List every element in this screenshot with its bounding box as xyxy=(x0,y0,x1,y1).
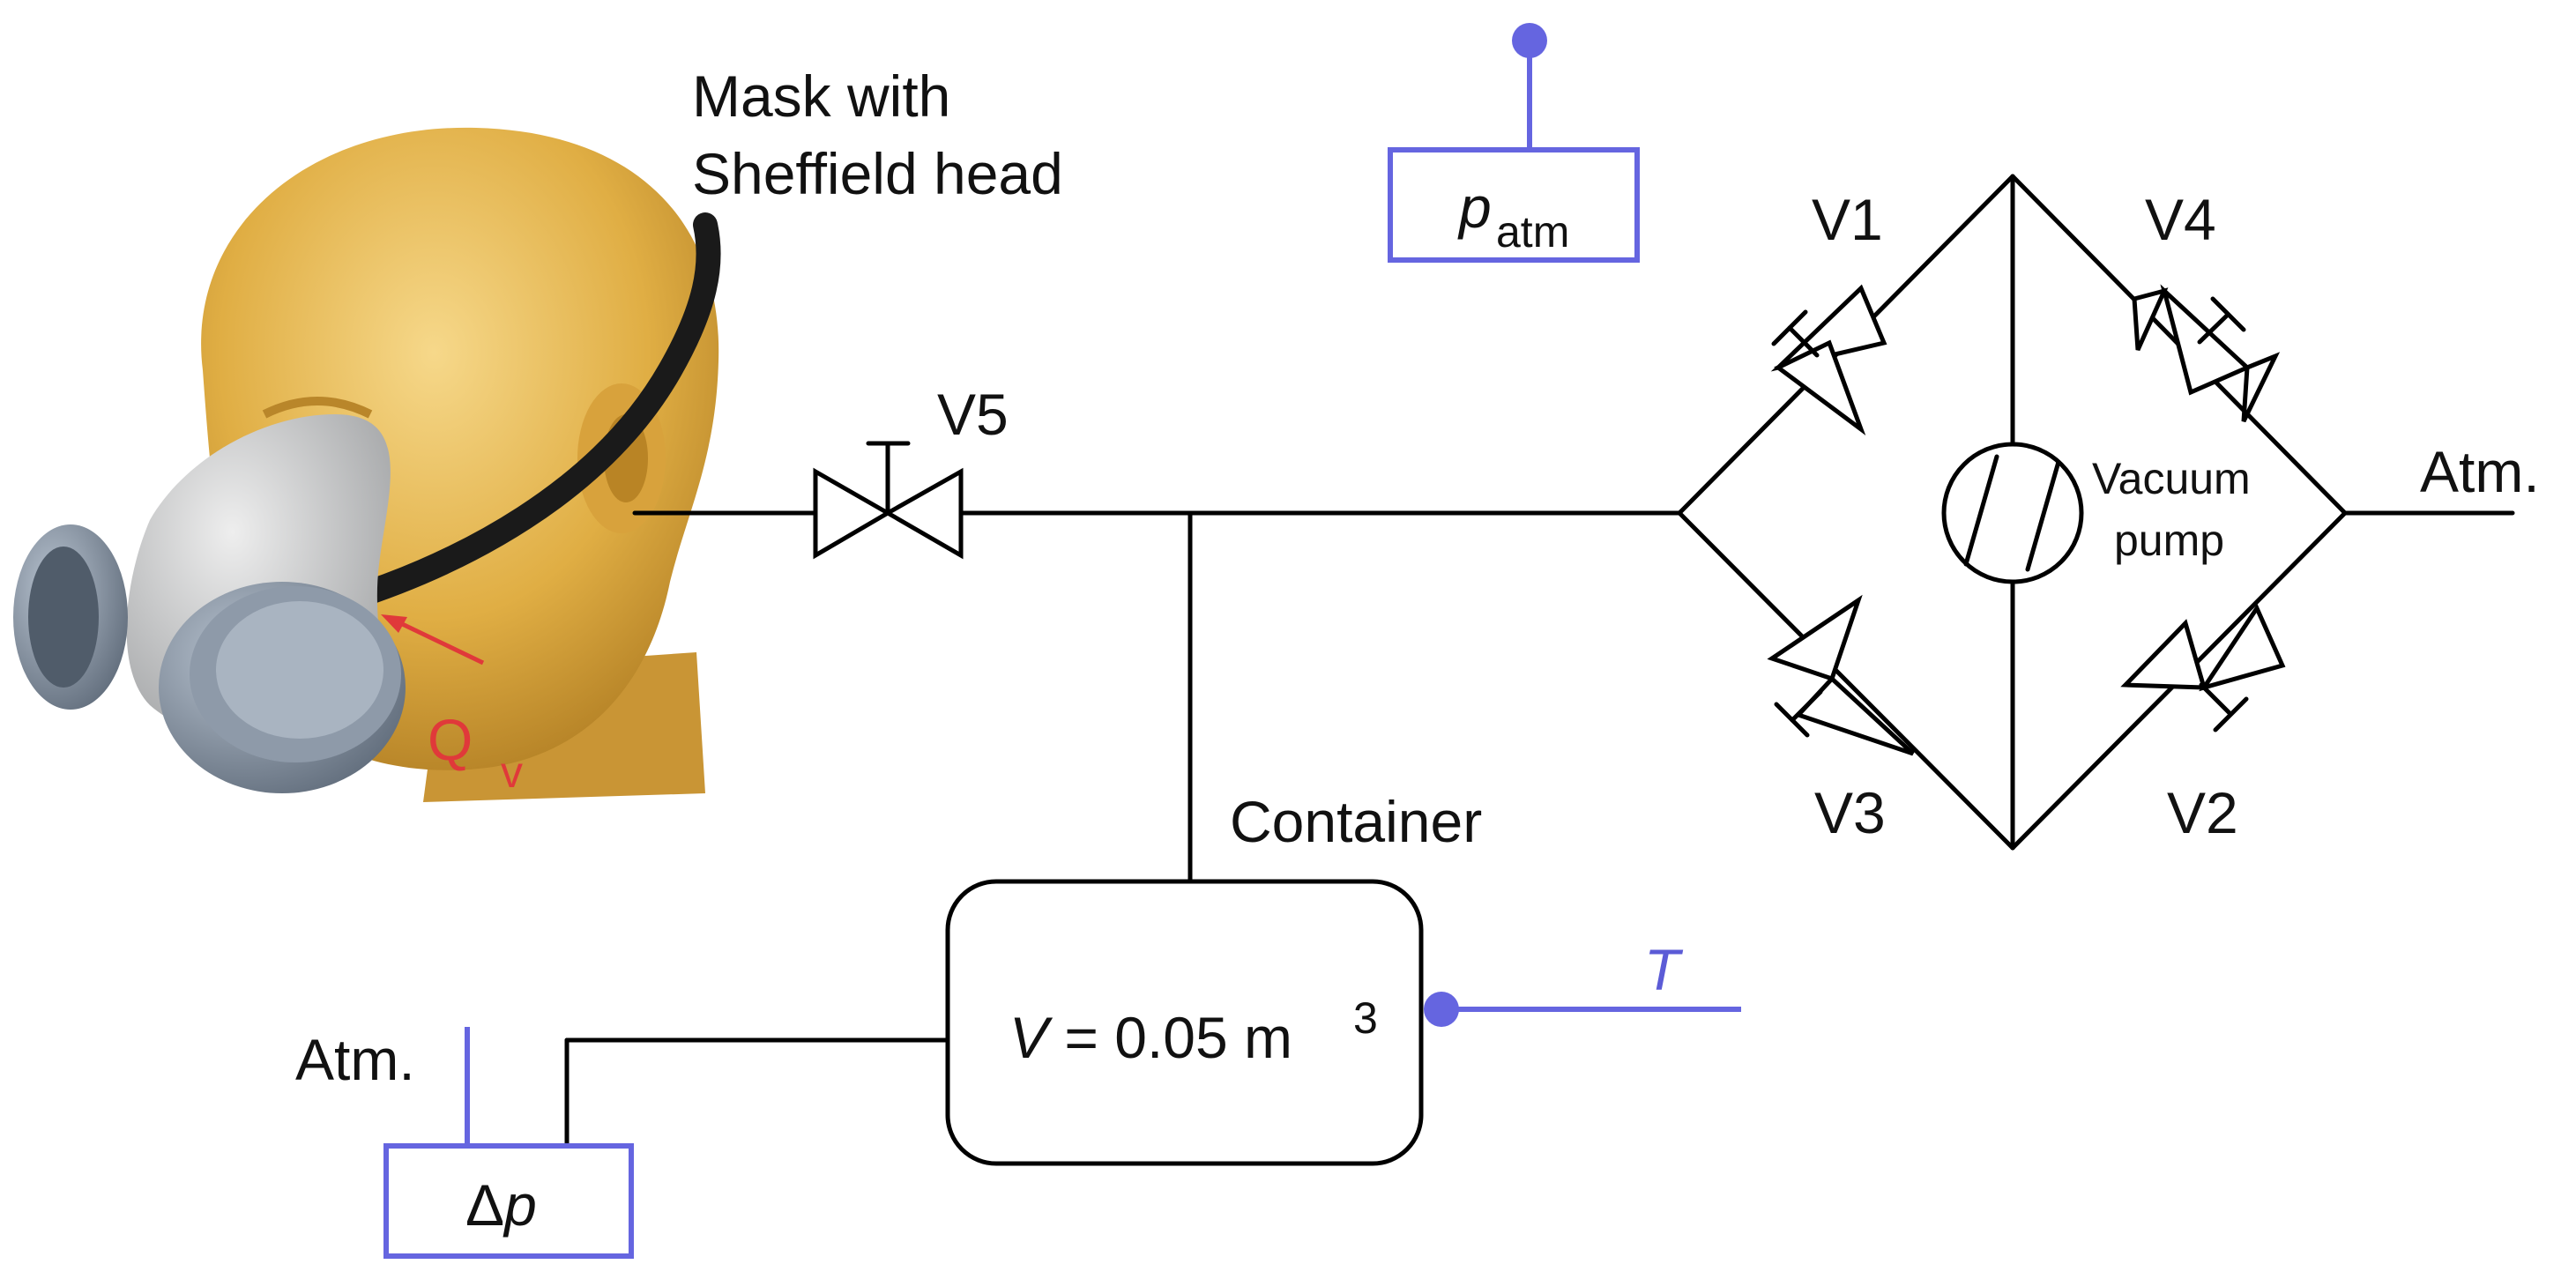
patm-sensor xyxy=(1388,23,1640,263)
container-volume: V = 0.05 m xyxy=(1009,1005,1292,1070)
valve-v5 xyxy=(813,441,964,560)
valve-bridge xyxy=(1677,174,2515,851)
valve-v2 xyxy=(2120,603,2286,732)
dp-letter: p xyxy=(503,1172,537,1238)
sheffield-head-illustration xyxy=(13,127,721,802)
atm-right-label: Atm. xyxy=(2420,439,2540,504)
valve-v3 xyxy=(1767,594,1915,756)
dp-prefix: Δ xyxy=(465,1172,504,1238)
temperature-sensor xyxy=(1424,992,1741,1027)
volume-symbol: V xyxy=(1009,1005,1053,1070)
container-box xyxy=(945,879,1424,1166)
temperature-symbol: T xyxy=(1644,937,1684,1002)
container-label: Container xyxy=(1230,789,1482,854)
pump-label-line1: Vacuum xyxy=(2092,454,2251,503)
valve-v1-label: V1 xyxy=(1812,187,1883,252)
valve-v5-label: V5 xyxy=(937,382,1009,447)
volume-exponent: 3 xyxy=(1353,993,1378,1043)
leak-flow-arrow xyxy=(381,614,485,666)
main-pipe xyxy=(632,510,1682,884)
valve-v4 xyxy=(2132,284,2281,423)
patm-subscript: atm xyxy=(1496,207,1569,257)
valve-v2-label: V2 xyxy=(2167,780,2238,845)
flow-symbol: Q xyxy=(428,707,473,772)
flow-subscript: v xyxy=(501,747,523,797)
mask-label-line2: Sheffield head xyxy=(692,141,1063,206)
valve-v4-label: V4 xyxy=(2145,187,2216,252)
dp-symbol: Δp xyxy=(465,1172,537,1238)
valve-v1 xyxy=(1770,284,1887,436)
valve-v3-label: V3 xyxy=(1814,780,1886,845)
volume-value: = 0.05 m xyxy=(1048,1005,1292,1070)
patm-symbol: p xyxy=(1457,175,1492,240)
vacuum-pump xyxy=(1941,442,2084,584)
dp-sensor xyxy=(383,1027,950,1259)
mask-label-line1: Mask with xyxy=(692,63,950,129)
pump-label-line2: pump xyxy=(2114,516,2224,565)
atm-left-label: Atm. xyxy=(295,1027,415,1092)
